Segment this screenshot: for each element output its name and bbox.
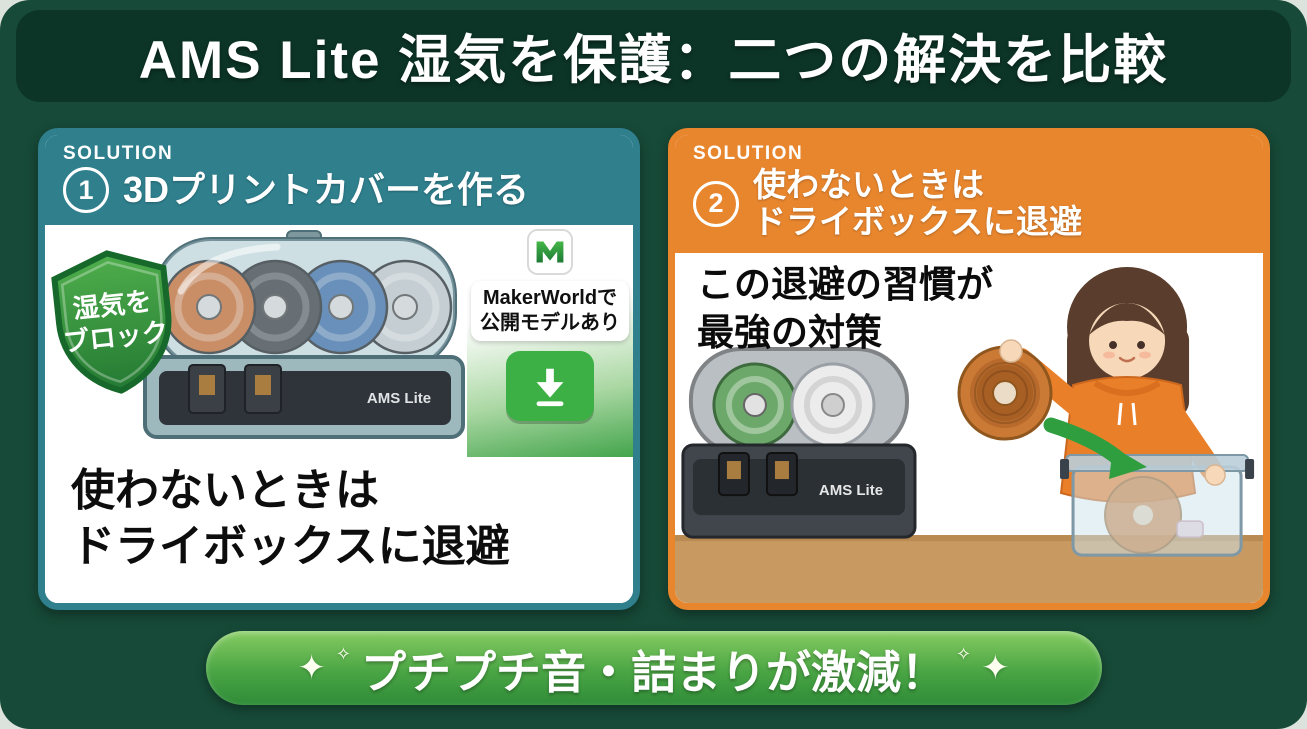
solution1-body: 湿気を ブロック (45, 225, 633, 603)
makerworld-logo-icon (527, 229, 573, 275)
feeder-units (188, 364, 282, 414)
hand-on-box (1204, 464, 1226, 486)
makerworld-note: MakerWorldで 公開モデルあり (471, 281, 629, 341)
title-banner: AMS Lite 湿気を保護：二つの解決を比較 (16, 10, 1291, 102)
moisture-shield-badge: 湿気を ブロック (45, 241, 186, 404)
dry-box (1060, 453, 1255, 557)
filament-spool-held (957, 339, 1053, 441)
sparkle-icon-small: ✧ (956, 644, 972, 664)
dry-box-illustration: AMS Lite (675, 266, 1263, 603)
solution1-illustration: 湿気を ブロック (45, 225, 633, 457)
benefit-banner: ✦ ✧ プチプチ音・詰まりが激減！ ✧ ✦ (205, 631, 1102, 705)
device-label-right: AMS Lite (819, 482, 883, 499)
solution2-number-badge: 2 (693, 180, 739, 227)
makerworld-note-line2: 公開モデルあり (480, 312, 620, 334)
benefit-text: プチプチ音・詰まりが激減！ (360, 646, 946, 698)
solution2-body: この退避の習慣が 最強の対策 (675, 252, 1263, 603)
solution2-body-text: この退避の習慣が 最強の対策 (697, 261, 993, 357)
page-title: AMS Lite 湿気を保護：二つの解決を比較 (138, 31, 1169, 90)
solution1-caption-line1: 使わないときは (71, 466, 379, 515)
solution1-caption: 使わないときは ドライボックスに退避 (45, 457, 633, 576)
solution2-title: 使わないときは ドライボックスに退避 (753, 166, 1083, 241)
solution1-caption-line2: ドライボックスに退避 (71, 522, 510, 572)
solution2-eyebrow: SOLUTION (693, 143, 804, 164)
solution1-panel: SOLUTION 1 3Dプリントカバーを作る 湿気を ブロック (38, 128, 640, 610)
solution2-body-line1: この退避の習慣が (697, 263, 993, 305)
solution1-header-row: 1 3Dプリントカバーを作る (63, 167, 615, 213)
sparkle-icon: ✦ (981, 649, 1010, 687)
device-label: AMS Lite (367, 390, 431, 407)
solution2-header: SOLUTION 2 使わないときは ドライボックスに退避 (675, 135, 1263, 253)
ams-lite-device-illustration: AMS Lite (143, 230, 465, 439)
makerworld-column: MakerWorldで 公開モデルあり (467, 225, 633, 457)
solution1-title: 3Dプリントカバーを作る (123, 168, 530, 210)
solution1-header: SOLUTION 1 3Dプリントカバーを作る (45, 135, 633, 225)
solution2-title-line2: ドライボックスに退避 (753, 202, 1083, 240)
transfer-arrow-icon (1043, 417, 1148, 479)
makerworld-note-line1: MakerWorldで (482, 287, 618, 309)
sparkle-icon: ✦ (297, 649, 326, 687)
shield-icon: 湿気を ブロック (51, 250, 172, 394)
solution2-title-line1: 使わないときは (753, 166, 984, 203)
download-button[interactable] (506, 351, 594, 421)
solution2-body-line2: 最強の対策 (697, 312, 882, 353)
ams-lite-device-dark: AMS Lite (681, 346, 917, 539)
sparkle-icon-small: ✧ (335, 644, 351, 664)
download-icon (536, 368, 564, 407)
solution2-panel: SOLUTION 2 使わないときは ドライボックスに退避 この退避の習慣が 最… (668, 128, 1270, 610)
hand (999, 339, 1023, 363)
solution1-number-badge: 1 (63, 167, 109, 213)
solution2-header-row: 2 使わないときは ドライボックスに退避 (693, 166, 1245, 241)
solution1-eyebrow: SOLUTION (63, 143, 174, 164)
